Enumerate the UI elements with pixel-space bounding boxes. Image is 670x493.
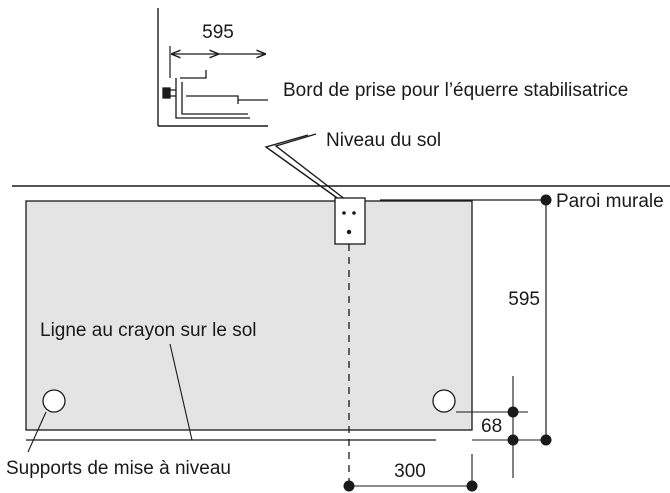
center-bracket [334, 197, 366, 245]
appliance-footprint [25, 200, 473, 431]
leveling-feet-label: Supports de mise à niveau [6, 458, 231, 479]
leveling-foot-right [432, 389, 456, 413]
pencil-line-leader [169, 343, 193, 441]
center-offset-value: 300 [394, 461, 426, 482]
stabilizer-bracket [162, 70, 268, 119]
stabilizer-edge-label: Bord de prise pour l’équerre stabilisatr… [283, 80, 628, 101]
foot-offset-dimension: 68 [456, 376, 546, 478]
center-offset-dimension: 300 [343, 454, 478, 492]
inset-width-value: 595 [202, 22, 234, 43]
foot-offset-value: 68 [481, 416, 502, 437]
leveling-foot-left [42, 389, 66, 413]
depth-dimension: 595 [508, 200, 552, 446]
floor-level-pointer: Niveau du sol [264, 130, 441, 201]
depth-value: 595 [508, 289, 540, 310]
pencil-line-label: Ligne au crayon sur le sol [40, 320, 257, 341]
inset-detail: 595 Bord de prise pour l’équerre stabili… [157, 8, 628, 127]
floor-level-label: Niveau du sol [326, 130, 441, 151]
leveling-feet-leader [27, 411, 47, 453]
inset-width-dimension: 595 [169, 22, 265, 78]
wall-label: Paroi murale [556, 191, 664, 212]
